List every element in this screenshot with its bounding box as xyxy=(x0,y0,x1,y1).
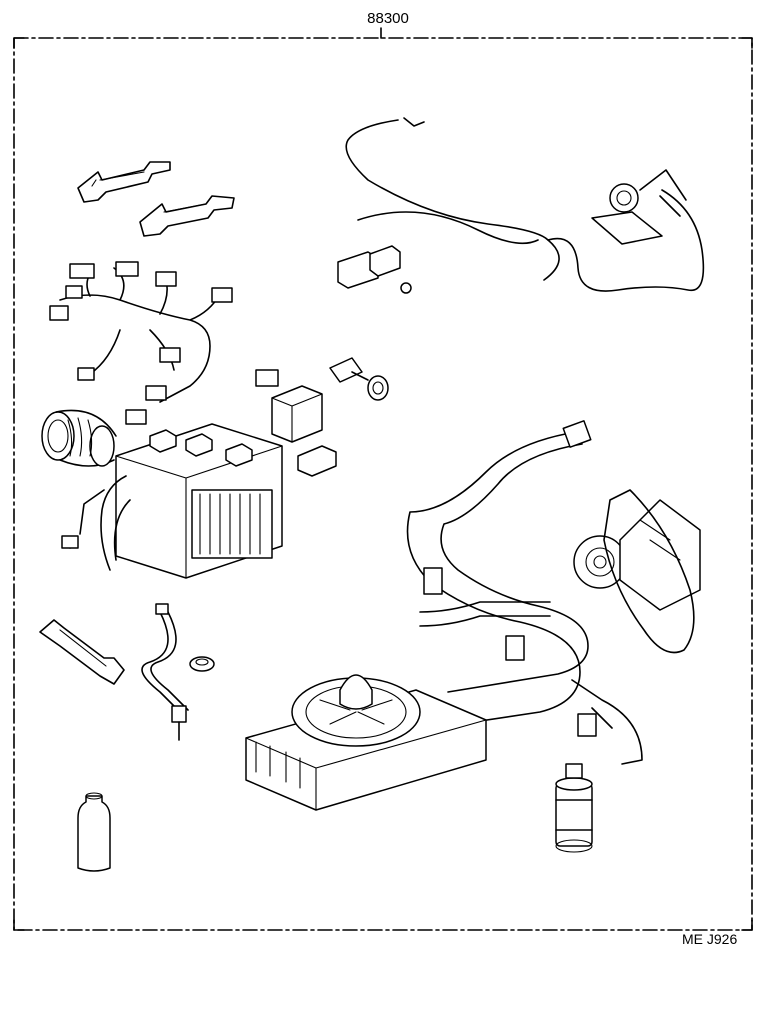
heater-control-bracket-lower xyxy=(139,195,235,237)
pressure-switch-pipe xyxy=(141,603,189,741)
diagram-frame xyxy=(13,27,753,931)
part-number-label: 88300 xyxy=(367,10,409,27)
idle-up-actuator xyxy=(591,169,687,245)
compressor-oil-bottle xyxy=(77,792,111,872)
cooling-unit-evaporator xyxy=(61,423,283,579)
control-unit-relay xyxy=(255,369,337,477)
vacuum-hose-assembly xyxy=(345,117,705,292)
refrigerant-pipe-hoses xyxy=(406,420,643,765)
drain-hose-bracket xyxy=(39,619,125,685)
wire-harness xyxy=(49,261,233,425)
thermistor-sensor xyxy=(329,357,389,401)
heater-control-bracket-upper xyxy=(77,161,171,203)
condenser-fan-assembly xyxy=(245,674,487,811)
drawing-code-label: ME J926 xyxy=(682,931,738,947)
receiver-dryer xyxy=(555,763,593,853)
air-duct-hose xyxy=(41,409,117,467)
grommet xyxy=(189,656,215,672)
vacuum-switching-valve xyxy=(337,245,412,294)
compressor-with-belt xyxy=(573,489,701,654)
